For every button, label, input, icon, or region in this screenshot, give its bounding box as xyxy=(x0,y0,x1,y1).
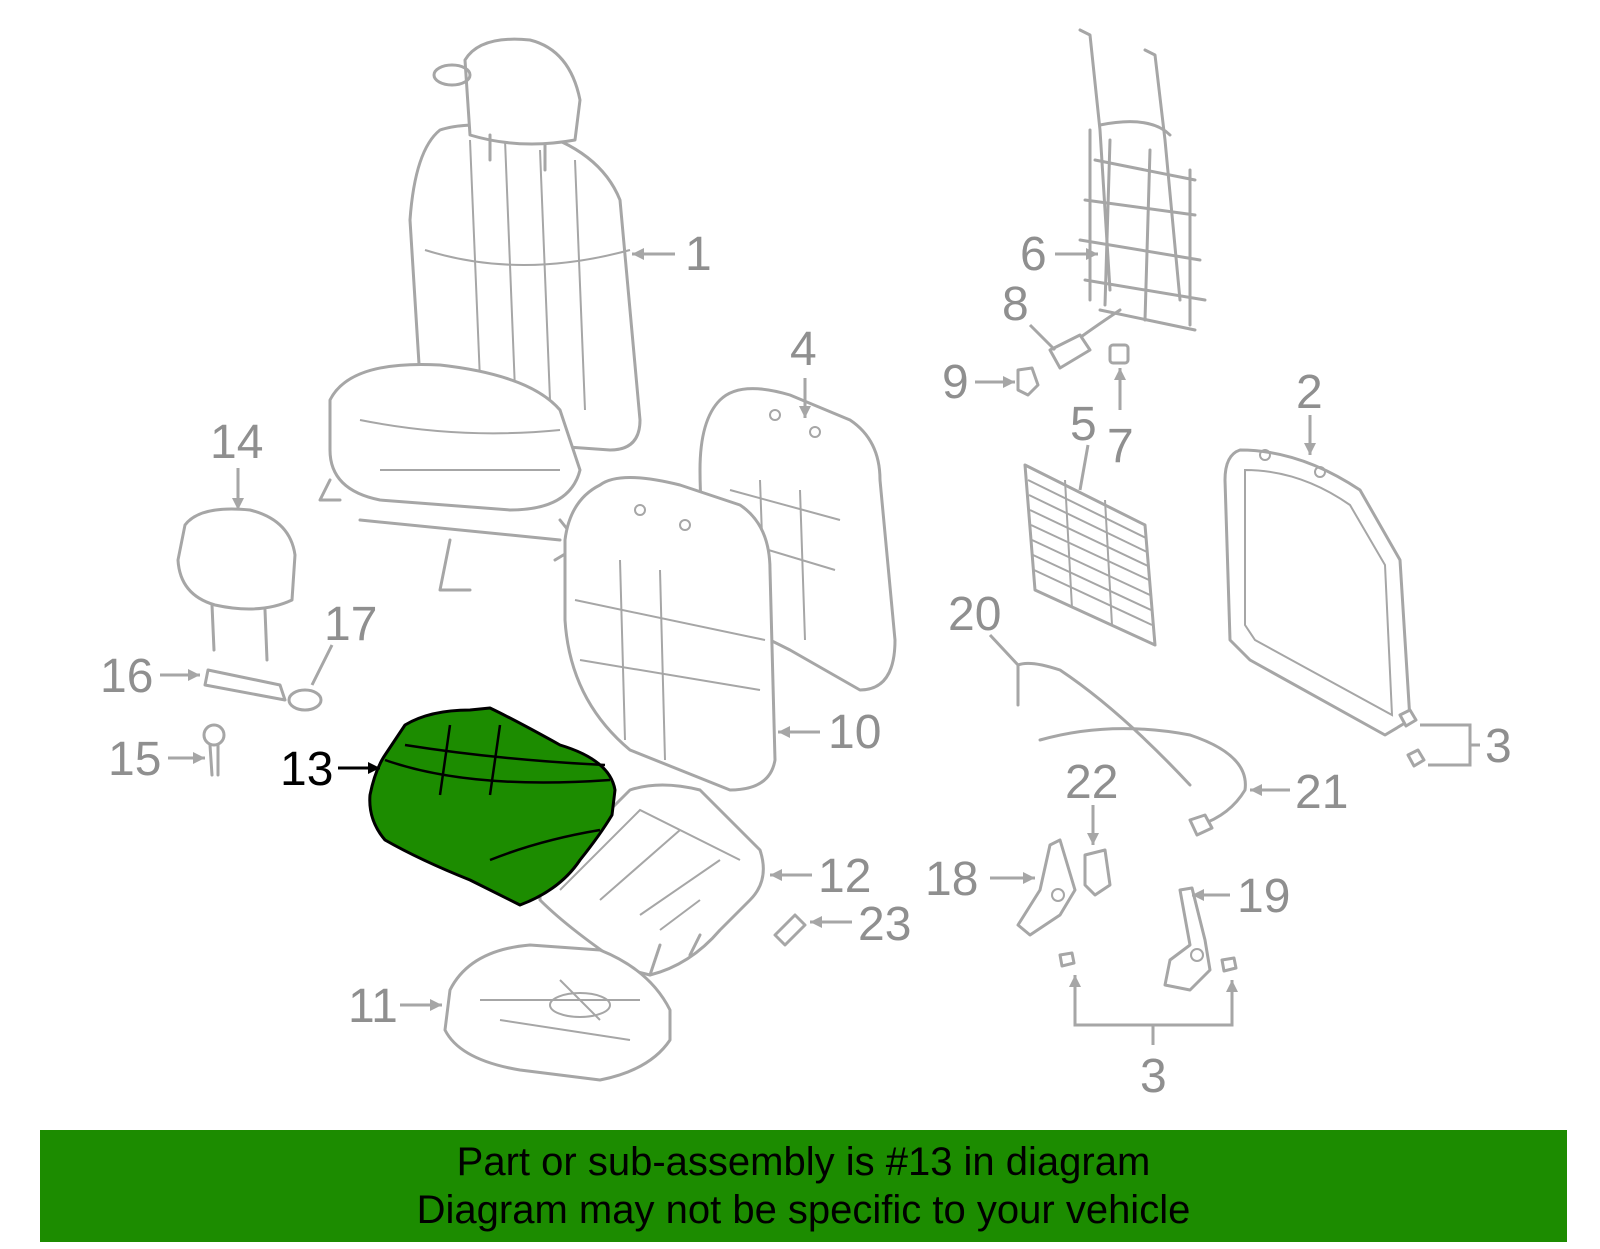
callout-7-label: 7 xyxy=(1107,420,1134,473)
callout-11-label: 11 xyxy=(348,980,398,1033)
part-18-hinge[interactable] xyxy=(1016,838,1077,937)
callout-9: 9 xyxy=(942,356,1015,409)
part-9-clip[interactable] xyxy=(1016,366,1040,397)
banner-line-2: Diagram may not be specific to your vehi… xyxy=(416,1188,1191,1232)
callout-4-label: 4 xyxy=(790,323,817,376)
part-3-bolts-bottom[interactable] xyxy=(1058,951,1238,973)
callout-15: 15 xyxy=(108,733,205,786)
callout-15-label: 15 xyxy=(108,733,161,786)
callout-14: 14 xyxy=(210,416,263,510)
callout-5: 5 xyxy=(1070,398,1097,491)
callout-12-label: 12 xyxy=(818,850,871,903)
callout-17-label: 17 xyxy=(324,598,377,651)
callout-19-label: 19 xyxy=(1237,870,1290,923)
callout-14-label: 14 xyxy=(210,416,263,469)
callout-3-bottom: 3 xyxy=(1069,975,1238,1103)
part-20-cable[interactable] xyxy=(1016,661,1192,787)
callout-2: 2 xyxy=(1296,366,1323,455)
callout-20-label: 20 xyxy=(948,588,1001,641)
part-11-seat-pan[interactable] xyxy=(443,943,672,1082)
callout-6: 6 xyxy=(1020,228,1098,281)
callout-7: 7 xyxy=(1107,368,1134,473)
part-23-clip[interactable] xyxy=(773,913,807,947)
callout-21-label: 21 xyxy=(1295,766,1348,819)
callout-12: 12 xyxy=(770,850,871,903)
callout-5-label: 5 xyxy=(1070,398,1097,451)
callout-6-label: 6 xyxy=(1020,228,1047,281)
part-15-bolt[interactable] xyxy=(202,723,226,777)
part-13-seat-cushion-cover[interactable] xyxy=(368,706,617,907)
callout-3-right-label: 3 xyxy=(1485,720,1512,773)
part-3-bolts-right[interactable] xyxy=(1398,708,1426,768)
info-banner: Part or sub-assembly is #13 in diagram D… xyxy=(40,1130,1567,1242)
callout-23: 23 xyxy=(810,898,911,951)
part-17-guide-end[interactable] xyxy=(287,688,323,712)
callout-20: 20 xyxy=(948,588,1020,667)
part-1-seat-assembly[interactable] xyxy=(318,37,642,592)
part-7-clip[interactable] xyxy=(1108,343,1130,365)
callout-16-label: 16 xyxy=(100,650,153,703)
callout-1: 1 xyxy=(632,228,712,281)
callout-22: 22 xyxy=(1065,756,1118,845)
part-6-seat-back-frame[interactable] xyxy=(1068,28,1207,347)
callout-13: 13 xyxy=(280,743,380,796)
part-14-headrest[interactable] xyxy=(176,507,297,662)
part-21-cable[interactable] xyxy=(1038,727,1247,837)
callout-21: 21 xyxy=(1250,766,1348,819)
callout-19: 19 xyxy=(1192,870,1290,923)
callout-13-label: 13 xyxy=(280,743,333,796)
callout-3-bottom-label: 3 xyxy=(1140,1050,1167,1103)
callout-9-label: 9 xyxy=(942,356,969,409)
part-16-guide[interactable] xyxy=(203,668,287,702)
callout-2-label: 2 xyxy=(1296,366,1323,419)
callout-16: 16 xyxy=(100,650,200,703)
callout-18-label: 18 xyxy=(925,853,978,906)
part-2-seat-back-panel[interactable] xyxy=(1223,448,1412,737)
callout-22-label: 22 xyxy=(1065,756,1118,809)
banner-line-1: Part or sub-assembly is #13 in diagram xyxy=(456,1140,1151,1184)
callout-3-right: 3 xyxy=(1420,720,1512,773)
callout-1-label: 1 xyxy=(685,228,712,281)
parts-diagram: 1 4 6 8 9 7 5 2 3 14 xyxy=(100,28,1512,1103)
part-8-recliner-handle[interactable] xyxy=(1048,333,1092,370)
part-10-seat-back-cover[interactable] xyxy=(563,476,777,792)
part-22-bracket[interactable] xyxy=(1083,848,1112,897)
part-5-lumbar-mat[interactable] xyxy=(1023,463,1157,647)
callout-10-label: 10 xyxy=(828,706,881,759)
callout-17: 17 xyxy=(310,598,377,686)
callout-8-label: 8 xyxy=(1002,278,1029,331)
part-19-hinge[interactable] xyxy=(1163,886,1212,992)
callout-4: 4 xyxy=(790,323,817,418)
callout-8: 8 xyxy=(1002,278,1057,352)
callout-10: 10 xyxy=(778,706,881,759)
callout-18: 18 xyxy=(925,853,1035,906)
callout-23-label: 23 xyxy=(858,898,911,951)
callout-11: 11 xyxy=(348,980,442,1033)
